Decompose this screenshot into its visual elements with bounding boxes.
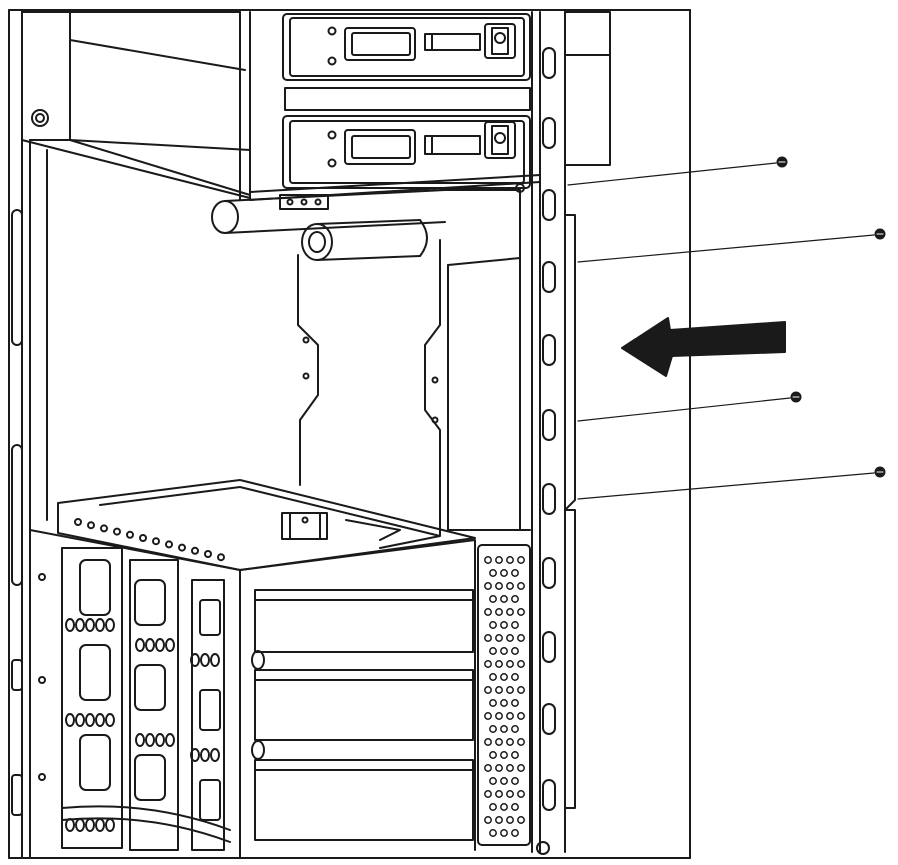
side-panel	[564, 11, 611, 809]
hdd-cage	[29, 479, 476, 859]
slotted-rail	[531, 11, 566, 855]
interior-bracket	[297, 183, 531, 536]
hdd-tray-3	[254, 759, 474, 841]
support-tubes	[211, 189, 446, 261]
screw-icon	[577, 228, 886, 263]
optical-drive-2	[282, 115, 531, 189]
hdd-tray-2	[254, 669, 474, 741]
hdd-tray-1	[254, 589, 474, 653]
optical-drive-1	[282, 13, 531, 81]
upper-drive-bay	[21, 11, 541, 210]
screws	[567, 156, 886, 500]
figure-frame	[8, 9, 691, 859]
arrow-left-icon	[621, 317, 786, 377]
screw-icon	[577, 391, 802, 422]
screw-icon	[577, 466, 886, 500]
screw-icon	[567, 156, 788, 186]
mesh-grille	[477, 544, 531, 846]
chassis-left-wall	[8, 9, 49, 859]
